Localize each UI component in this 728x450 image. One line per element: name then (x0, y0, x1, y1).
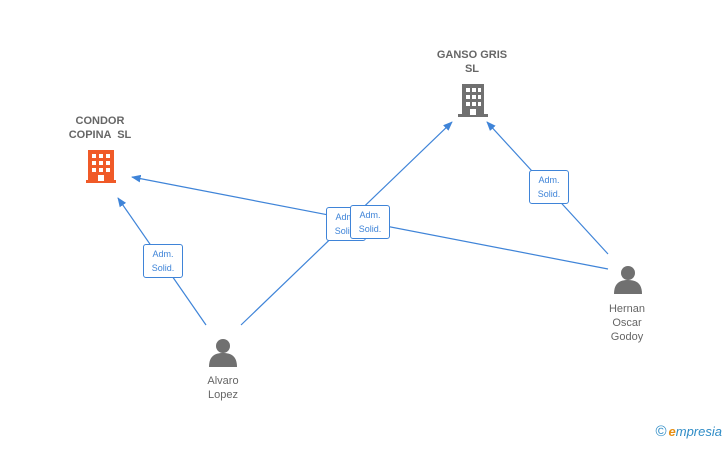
brand-logo-text: mpresia (675, 424, 722, 439)
relation-role-line2: Solid. (537, 189, 561, 199)
brand-logo-e: e (668, 424, 676, 439)
person-alvaro-person-icon[interactable] (209, 339, 237, 367)
relation-role-line2: Solid. (334, 226, 358, 236)
person-alvaro-label[interactable]: Alvaro Lopez (183, 374, 263, 402)
company-ganso-name-line1: GANSO GRIS (436, 49, 508, 61)
person-hernan-name-line3: Godoy (610, 331, 644, 343)
relation-badge-alvaro-ganso[interactable]: Adm. Solid. (350, 205, 390, 239)
company-condor-name-line2: COPINA SL (68, 129, 132, 141)
relation-badge-hernan-ganso[interactable]: Adm. Solid. (529, 170, 569, 204)
person-alvaro-name-line1: Alvaro (207, 375, 239, 387)
brand-logo: ©empresia (655, 423, 722, 440)
company-ganso-name-line2: SL (464, 63, 480, 75)
person-hernan-label[interactable]: Hernan Oscar Godoy (587, 302, 667, 344)
relation-role-line2: Solid. (358, 224, 382, 234)
relation-role-line1: Adm. (359, 210, 381, 220)
relation-role-line1: Adm. (335, 212, 357, 222)
person-hernan-name-line1: Hernan (608, 303, 646, 315)
company-condor-building-icon[interactable] (86, 150, 116, 183)
person-alvaro-name-line2: Lopez (208, 389, 238, 401)
company-condor-name-line1: CONDOR (75, 115, 125, 127)
person-hernan-name-line2: Oscar (612, 317, 642, 329)
company-ganso-label[interactable]: GANSO GRIS SL (422, 48, 522, 76)
relation-role-line1: Adm. (538, 175, 560, 185)
company-ganso-building-icon[interactable] (458, 84, 488, 117)
company-condor-label[interactable]: CONDOR COPINA SL (50, 114, 150, 142)
copyright-icon: © (655, 423, 667, 440)
relation-role-line1: Adm. (152, 249, 174, 259)
person-hernan-person-icon[interactable] (614, 266, 642, 294)
relation-role-line2: Solid. (151, 263, 175, 273)
relation-badge-alvaro-condor[interactable]: Adm. Solid. (143, 244, 183, 278)
